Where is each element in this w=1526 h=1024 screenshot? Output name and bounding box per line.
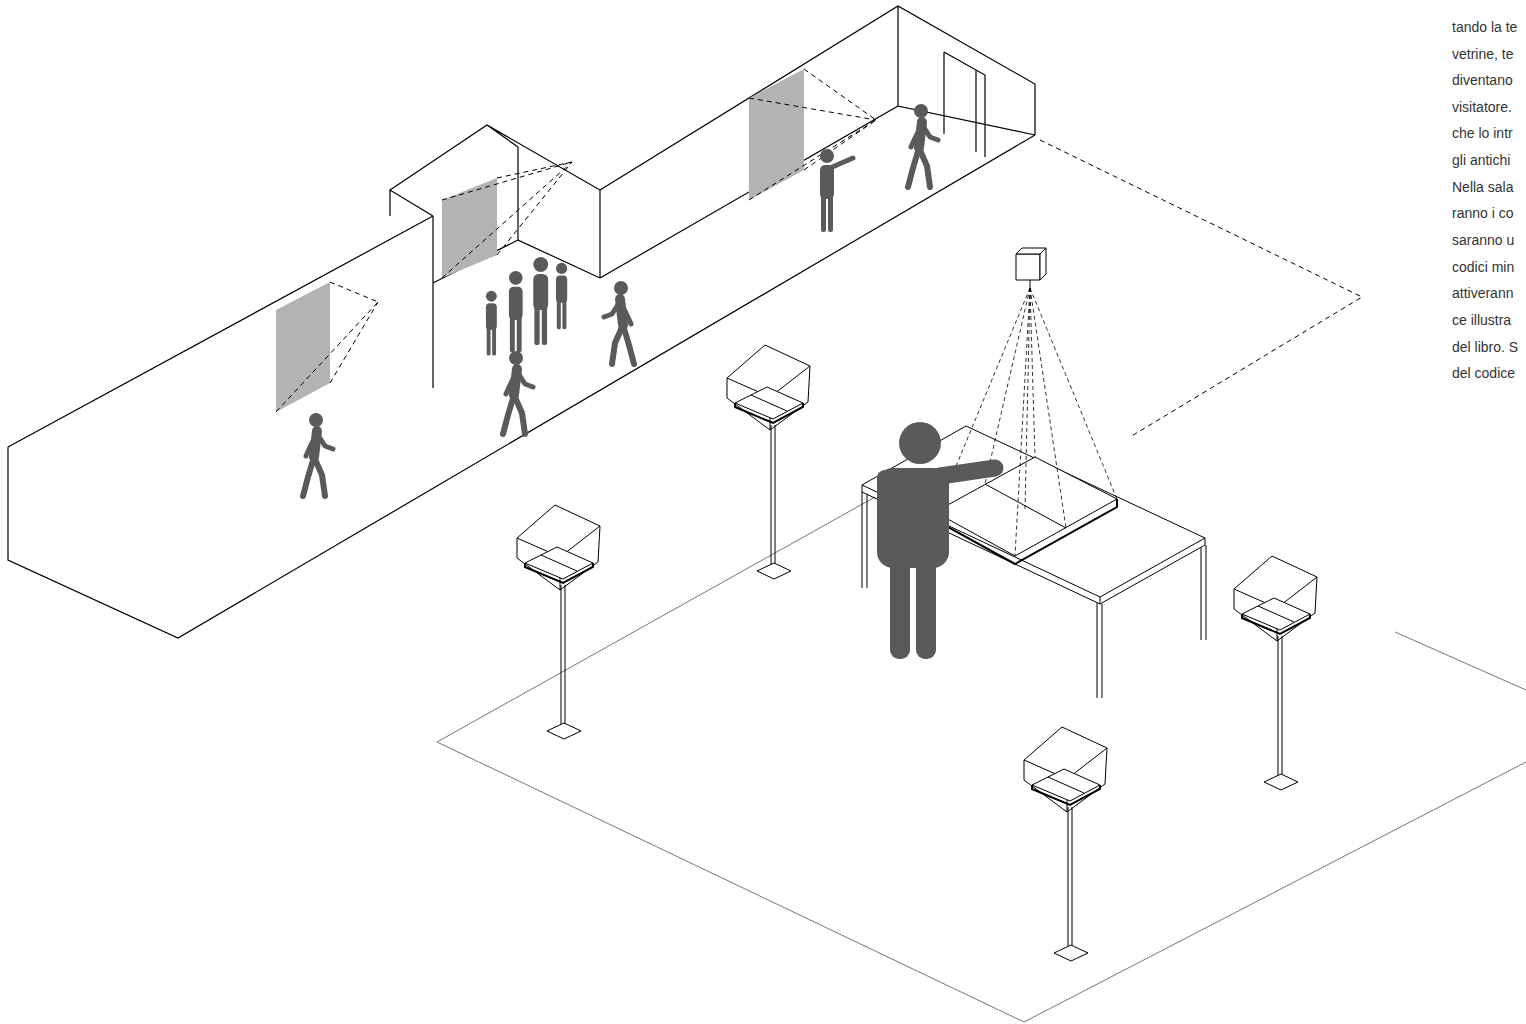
visitor-figure [503, 351, 533, 434]
zoom-outline [1040, 140, 1362, 437]
visitor-figure [303, 413, 333, 496]
figure-arm [940, 468, 995, 476]
projection-panel [442, 178, 497, 278]
paragraph-line: diventano [1452, 71, 1513, 89]
family-figure [556, 263, 567, 329]
projector-side [1040, 248, 1046, 280]
paragraph-line: tando la te [1452, 18, 1517, 36]
paragraph-line: del codice [1452, 364, 1515, 382]
lectern [517, 505, 600, 739]
projection-panel [276, 282, 330, 412]
projection-rays [276, 69, 1362, 437]
guide-figure [820, 149, 834, 232]
projector-mount [1030, 280, 1031, 288]
family-figure [509, 271, 523, 352]
door [944, 52, 985, 157]
visitor-figure [604, 281, 634, 364]
paragraph-line: che lo intr [1452, 124, 1513, 142]
paragraph-line: Nella sala [1452, 178, 1513, 196]
projector [1016, 248, 1046, 288]
reader-figure [877, 422, 995, 659]
projection-panel [749, 69, 804, 200]
projector-rays [937, 288, 1117, 556]
paragraph-line: saranno u [1452, 231, 1514, 249]
hall-floor [437, 497, 1526, 1022]
paragraph-line: vetrine, te [1452, 45, 1513, 63]
lectern [1234, 556, 1317, 790]
lectern [727, 345, 810, 579]
book-cover [935, 499, 1117, 564]
floor-line [437, 497, 1526, 1022]
visitor-figure [908, 104, 938, 187]
family-figure [486, 291, 497, 356]
paragraph-line: ranno i co [1452, 204, 1513, 222]
family-figure [533, 257, 548, 345]
paragraph-line: visitatore. [1452, 98, 1512, 116]
guide-arm [830, 158, 853, 168]
figure-leg [890, 545, 910, 659]
figure-leg [916, 545, 936, 659]
paragraph-line: attiverann [1452, 284, 1513, 302]
projector-face [1016, 254, 1040, 280]
book-spine [985, 484, 1066, 528]
paragraph-line: codici min [1452, 258, 1514, 276]
paragraph-line: del libro. S [1452, 338, 1518, 356]
figure-head [899, 422, 941, 464]
paragraph-line: gli antichi [1452, 151, 1510, 169]
paragraph-line: ce illustra [1452, 311, 1511, 329]
lectern [1024, 727, 1107, 961]
table [862, 426, 1206, 698]
figure-arm [877, 470, 893, 550]
